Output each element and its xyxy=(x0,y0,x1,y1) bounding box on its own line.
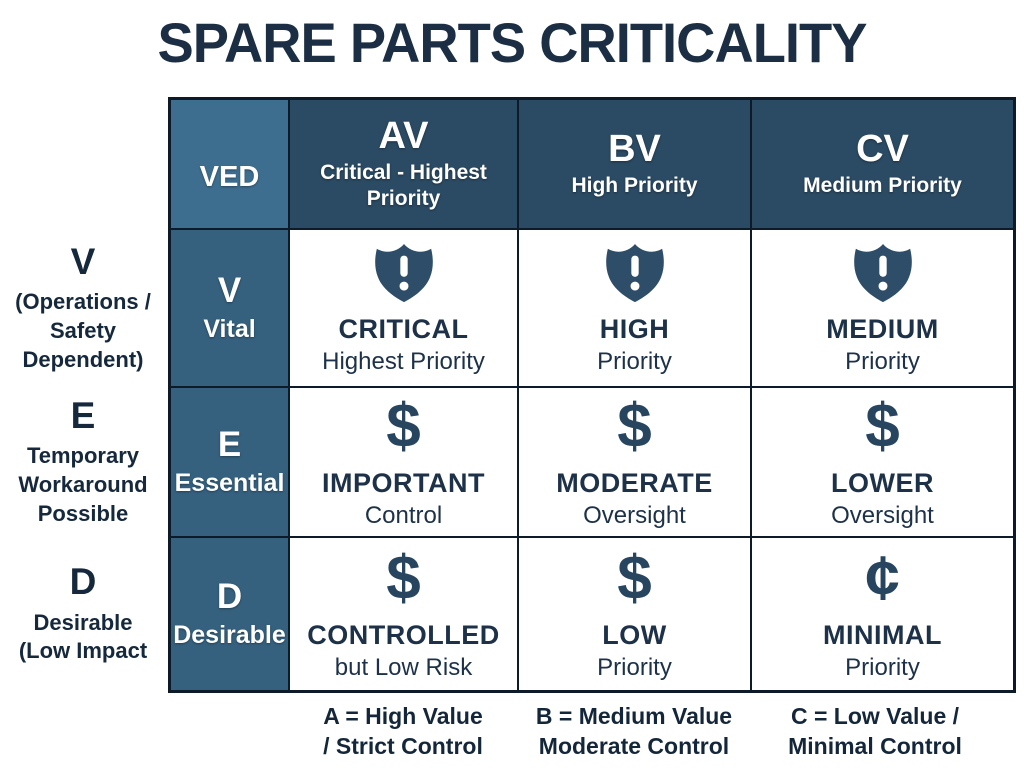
cell-title: IMPORTANT xyxy=(322,468,485,499)
row-label-desirable: Desirable xyxy=(173,620,286,649)
cent-icon: ¢ xyxy=(865,544,900,614)
shield-alert-icon xyxy=(852,239,914,307)
cell-subtitle: Control xyxy=(364,501,443,529)
legend-item-c: C = Low Value / Minimal Control xyxy=(788,703,962,759)
row-label-vital: Vital xyxy=(203,314,256,343)
column-header-av: AV Critical - Highest Priority xyxy=(290,100,517,228)
cell-subtitle: Oversight xyxy=(583,501,686,529)
cell-title: LOW xyxy=(602,620,667,651)
row-code-v: V xyxy=(217,271,242,311)
row-header-vital: V Vital xyxy=(171,230,288,386)
cell-title: CRITICAL xyxy=(338,314,469,345)
side-label-desirable: D Desirable (Low Impact xyxy=(0,538,166,690)
cell-title: LOWER xyxy=(831,468,934,499)
cell-d-bv: $ LOW Priority xyxy=(519,538,750,690)
cell-d-cv: ¢ MINIMAL Priority xyxy=(752,538,1013,690)
cell-subtitle: Priority xyxy=(845,653,920,681)
cell-title: MEDIUM xyxy=(826,314,939,345)
cell-e-bv: $ MODERATE Oversight xyxy=(519,388,750,536)
criticality-matrix: VED AV Critical - Highest Priority BV Hi… xyxy=(168,97,1016,693)
column-code-cv: CV xyxy=(856,127,909,170)
legend-item-a: A = High Value / Strict Control xyxy=(323,703,483,759)
side-code-e: E xyxy=(70,394,96,436)
column-subtitle-av: Critical - Highest Priority xyxy=(320,160,487,210)
column-header-bv: BV High Priority xyxy=(519,100,750,228)
page-title: SPARE PARTS CRITICALITY xyxy=(157,11,867,74)
cell-subtitle: Priority xyxy=(845,347,920,375)
shield-alert-icon xyxy=(604,239,666,307)
row-header-essential: E Essential xyxy=(171,388,288,536)
cell-subtitle: Priority xyxy=(597,347,672,375)
side-note-v: (Operations / Safety Dependent) xyxy=(15,289,151,372)
side-label-vital: V (Operations / Safety Dependent) xyxy=(0,230,166,386)
cell-title: CONTROLLED xyxy=(307,620,500,651)
cell-e-av: $ IMPORTANT Control xyxy=(290,388,517,536)
cell-subtitle: but Low Risk xyxy=(334,653,473,681)
shield-alert-icon xyxy=(373,239,435,307)
column-subtitle-cv: Medium Priority xyxy=(803,173,962,197)
side-label-essential: E Temporary Workaround Possible xyxy=(0,388,166,536)
row-code-e: E xyxy=(217,425,242,465)
column-subtitle-bv: High Priority xyxy=(571,173,698,197)
cell-subtitle: Oversight xyxy=(831,501,934,529)
column-header-cv: CV Medium Priority xyxy=(752,100,1013,228)
cell-subtitle: Priority xyxy=(597,653,672,681)
side-code-d: D xyxy=(69,561,97,603)
cell-e-cv: $ LOWER Oversight xyxy=(752,388,1013,536)
dollar-icon: $ xyxy=(617,392,652,462)
cell-subtitle: Highest Priority xyxy=(322,347,485,375)
legend-item-b: B = Medium Value Moderate Control xyxy=(535,703,733,759)
cell-title: MINIMAL xyxy=(823,620,942,651)
row-label-essential: Essential xyxy=(174,468,285,497)
cell-v-bv: HIGH Priority xyxy=(519,230,750,386)
cell-d-av: $ CONTROLLED but Low Risk xyxy=(290,538,517,690)
row-code-d: D xyxy=(216,577,243,617)
side-note-e: Temporary Workaround Possible xyxy=(18,443,148,526)
cell-title: HIGH xyxy=(599,314,670,345)
cell-title: MODERATE xyxy=(556,468,713,499)
dollar-icon: $ xyxy=(865,392,900,462)
side-code-v: V xyxy=(70,240,96,282)
corner-cell-ved: VED xyxy=(171,100,288,228)
column-code-av: AV xyxy=(378,114,429,157)
side-note-d: Desirable (Low Impact xyxy=(18,609,148,664)
column-code-bv: BV xyxy=(608,127,661,170)
dollar-icon: $ xyxy=(386,544,421,614)
row-header-desirable: D Desirable xyxy=(171,538,288,690)
dollar-icon: $ xyxy=(617,544,652,614)
cell-v-cv: MEDIUM Priority xyxy=(752,230,1013,386)
dollar-icon: $ xyxy=(386,392,421,462)
cell-v-av: CRITICAL Highest Priority xyxy=(290,230,517,386)
